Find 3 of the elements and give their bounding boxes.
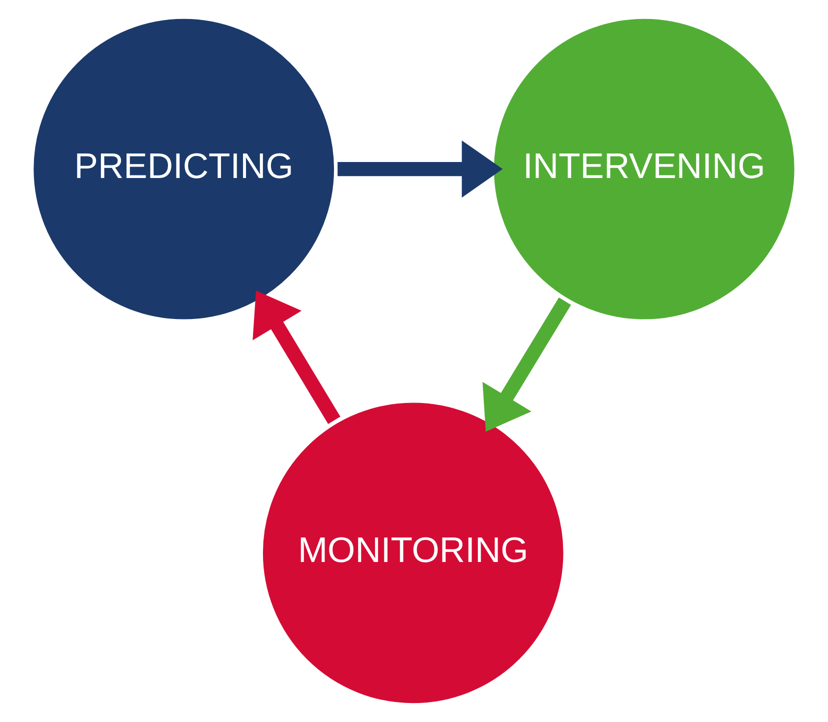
arrow <box>482 298 572 432</box>
arrow <box>338 140 503 198</box>
arrow <box>252 290 340 424</box>
